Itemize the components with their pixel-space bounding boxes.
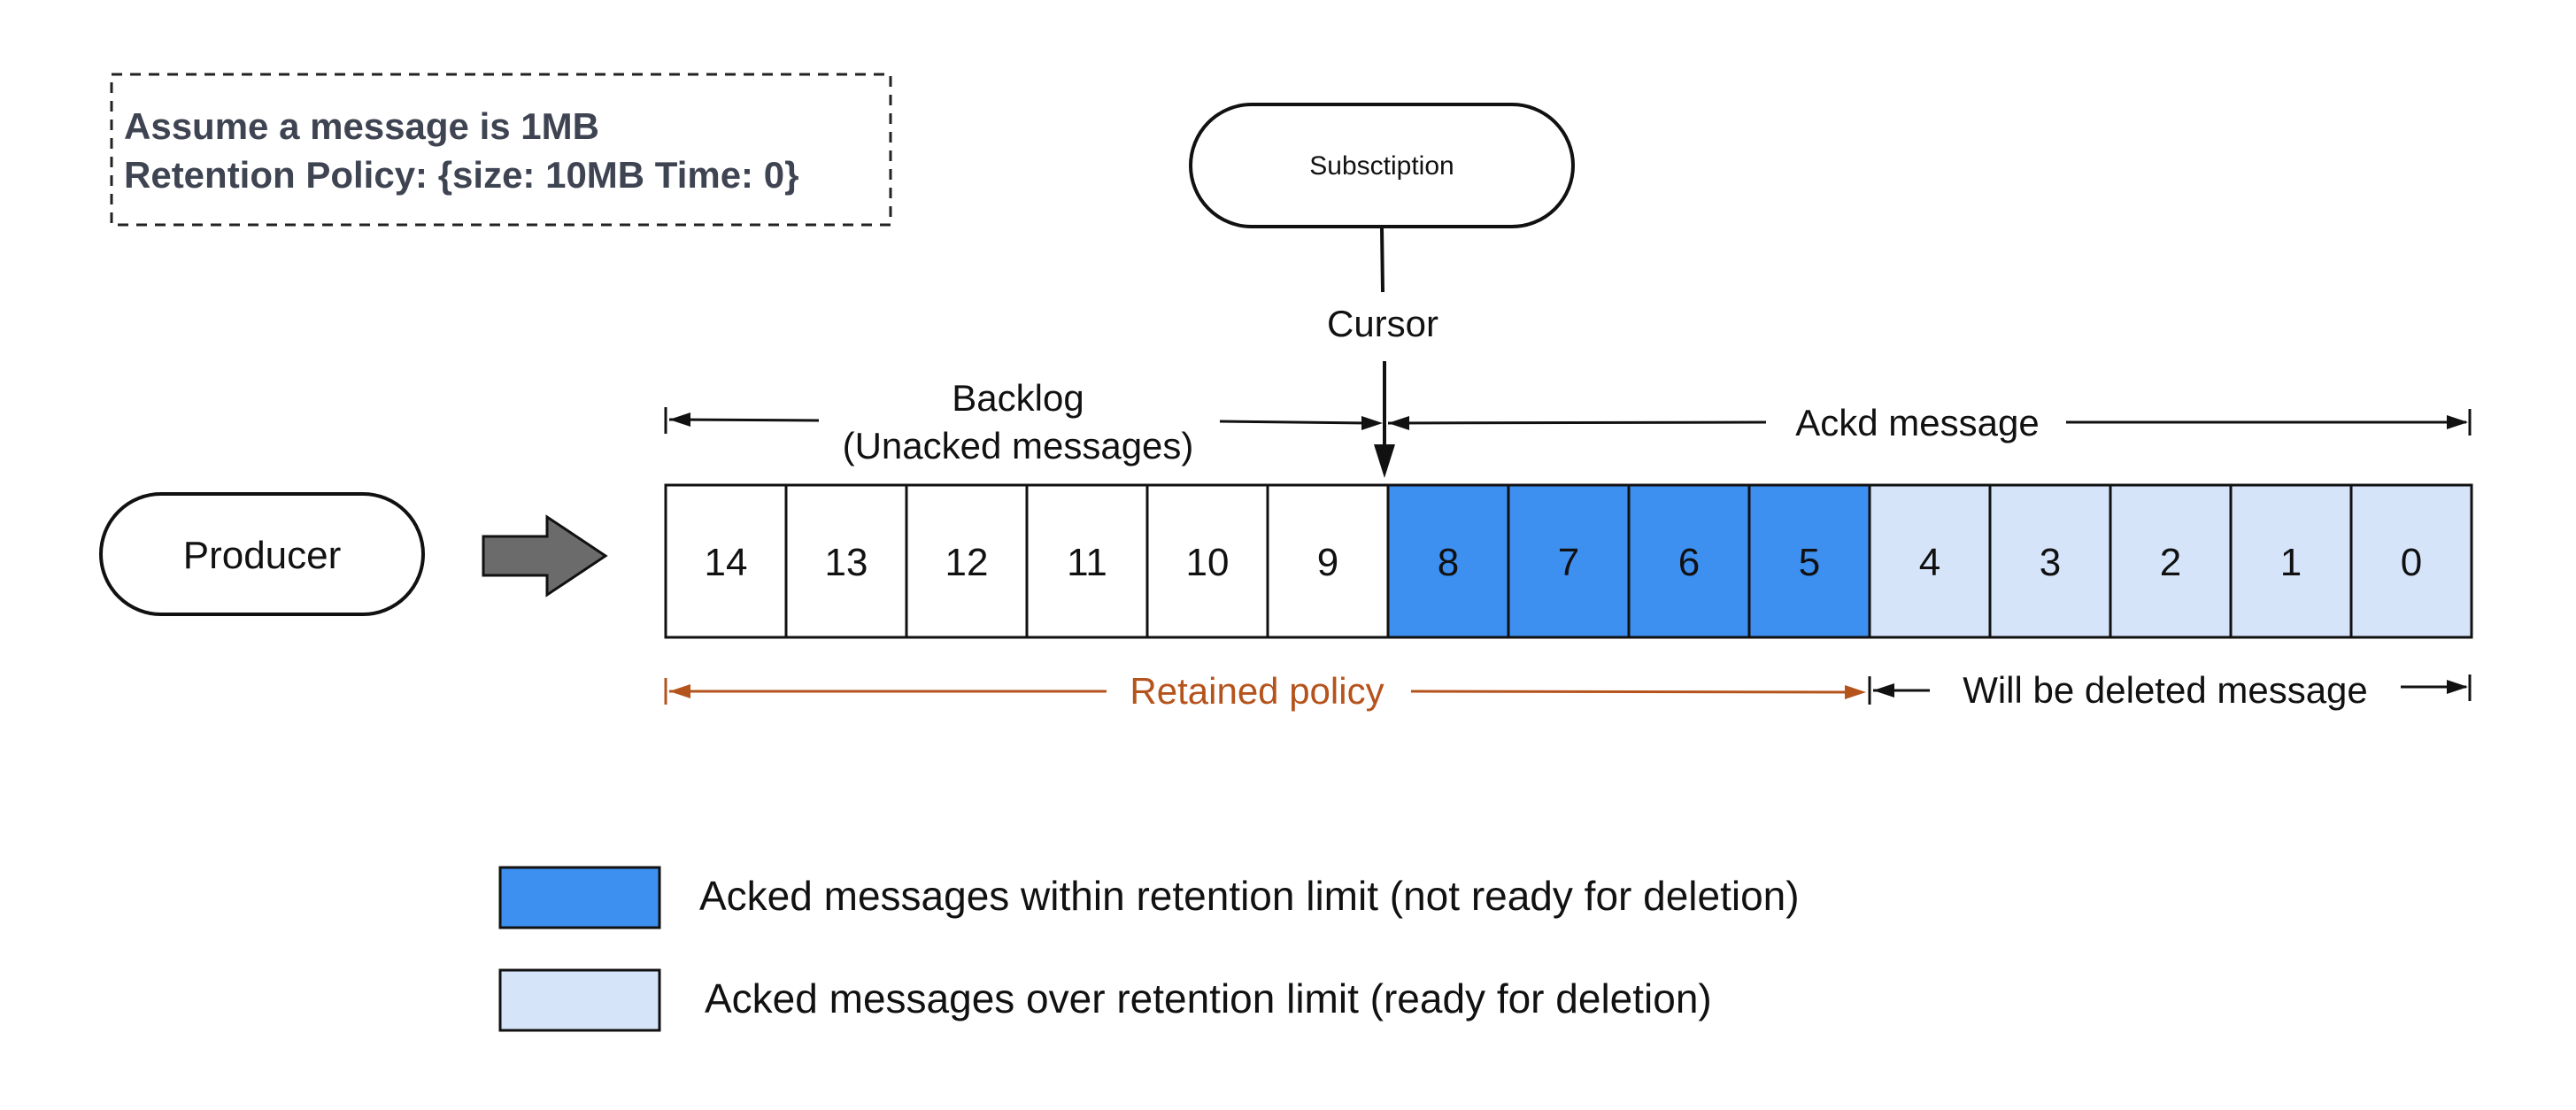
retained-label: Retained policy <box>1130 670 1384 712</box>
message-cell-box <box>1145 483 1269 639</box>
backlog-range: Backlog (Unacked messages) <box>664 377 1383 466</box>
message-cell-number: 7 <box>1558 541 1579 584</box>
subscription-label: Subsctiption <box>1309 151 1454 181</box>
producer-node: Producer <box>99 492 425 616</box>
message-cell-number: 2 <box>2160 541 2181 584</box>
message-cell-number: 13 <box>825 541 868 584</box>
producer-label: Producer <box>183 534 342 577</box>
message-cell-number: 0 <box>2401 541 2422 584</box>
message-cell-number: 12 <box>945 541 989 584</box>
message-cell-6: 6 <box>1627 483 1751 639</box>
message-cell-number: 9 <box>1317 541 1338 584</box>
message-cell-number: 3 <box>2040 541 2061 584</box>
message-cell-number: 4 <box>1919 541 1940 584</box>
message-cell-2: 2 <box>2109 483 2233 639</box>
backlog-line-right <box>1219 420 1371 425</box>
producer-arrow <box>482 514 608 597</box>
message-cell-number: 11 <box>1067 541 1107 584</box>
message-cell-box <box>1507 483 1631 639</box>
message-cell-box <box>905 483 1029 639</box>
message-cell-box <box>1386 483 1510 639</box>
backlog-label-1: Backlog <box>952 377 1084 419</box>
message-cell-9: 9 <box>1266 483 1390 639</box>
acked-arrow-left <box>1388 416 1409 430</box>
deleted-arrow-right <box>2447 680 2468 694</box>
legend-item-retained: Acked messages within retention limit (n… <box>498 866 1800 929</box>
subscription-shape <box>1189 103 1575 228</box>
backlog-arrow-right <box>1361 416 1383 430</box>
retained-arrow-right <box>1845 685 1866 699</box>
backlog-label-2: (Unacked messages) <box>843 425 1194 466</box>
producer-shape <box>99 492 425 616</box>
note-line-2: Retention Policy: {size: 10MB Time: 0} <box>124 154 798 196</box>
message-cell-4: 4 <box>1868 483 1992 639</box>
legend-swatch-retained <box>498 866 661 929</box>
message-cell-8: 8 <box>1386 483 1510 639</box>
message-cell-box <box>1266 483 1390 639</box>
deleted-label: Will be deleted message <box>1963 669 2368 711</box>
message-cell-box <box>784 483 908 639</box>
message-cell-10: 10 <box>1145 483 1269 639</box>
acked-label: Ackd message <box>1795 402 2039 443</box>
message-cell-box <box>2349 483 2473 639</box>
message-cell-box <box>1627 483 1751 639</box>
message-cell-0: 0 <box>2349 483 2473 639</box>
retained-range: Retained policy <box>664 670 1866 712</box>
message-cell-1: 1 <box>2229 483 2353 639</box>
message-cell-box <box>1025 483 1149 639</box>
cursor-connector: Cursor <box>1327 226 1438 478</box>
acked-arrow-right <box>2447 415 2468 429</box>
deleted-arrow-left <box>1873 683 1894 698</box>
message-cell-14: 14 <box>664 483 788 639</box>
message-cell-box <box>1988 483 2112 639</box>
message-cell-number: 1 <box>2280 541 2302 584</box>
acked-range: Ackd message <box>1387 402 2472 443</box>
message-cell-number: 8 <box>1438 541 1459 584</box>
message-cell-box <box>2229 483 2353 639</box>
message-cell-number: 10 <box>1186 541 1230 584</box>
deleted-range: Will be deleted message <box>1868 669 2472 711</box>
note-line-1: Assume a message is 1MB <box>124 105 599 147</box>
retained-line-right <box>1410 690 1855 694</box>
message-cell-number: 14 <box>705 541 748 584</box>
message-cell-box <box>1747 483 1871 639</box>
message-cell-7: 7 <box>1507 483 1631 639</box>
cursor-arrowhead <box>1374 444 1395 478</box>
message-cell-12: 12 <box>905 483 1029 639</box>
retained-arrow-left <box>669 684 690 698</box>
subscription-node: Subsctiption <box>1189 103 1575 228</box>
cursor-label: Cursor <box>1327 303 1438 344</box>
message-cell-box <box>2109 483 2233 639</box>
legend-label-retained: Acked messages within retention limit (n… <box>699 873 1800 919</box>
message-cell-box <box>1868 483 1992 639</box>
backlog-arrow-left <box>669 412 690 427</box>
message-cell-5: 5 <box>1747 483 1871 639</box>
legend-item-deletable: Acked messages over retention limit (rea… <box>498 968 1712 1032</box>
message-cell-number: 6 <box>1678 541 1700 584</box>
note-border <box>110 73 892 227</box>
legend: Acked messages within retention limit (n… <box>498 866 1800 1032</box>
cursor-line-upper <box>1380 226 1384 293</box>
message-cell-number: 5 <box>1799 541 1820 584</box>
message-cell-11: 11 <box>1025 483 1149 639</box>
message-cell-13: 13 <box>784 483 908 639</box>
legend-label-deletable: Acked messages over retention limit (rea… <box>705 975 1712 1021</box>
assumption-note: Assume a message is 1MB Retention Policy… <box>110 73 892 227</box>
message-cell-3: 3 <box>1988 483 2112 639</box>
legend-swatch-deletable <box>498 968 661 1032</box>
acked-line-left <box>1387 420 1767 425</box>
